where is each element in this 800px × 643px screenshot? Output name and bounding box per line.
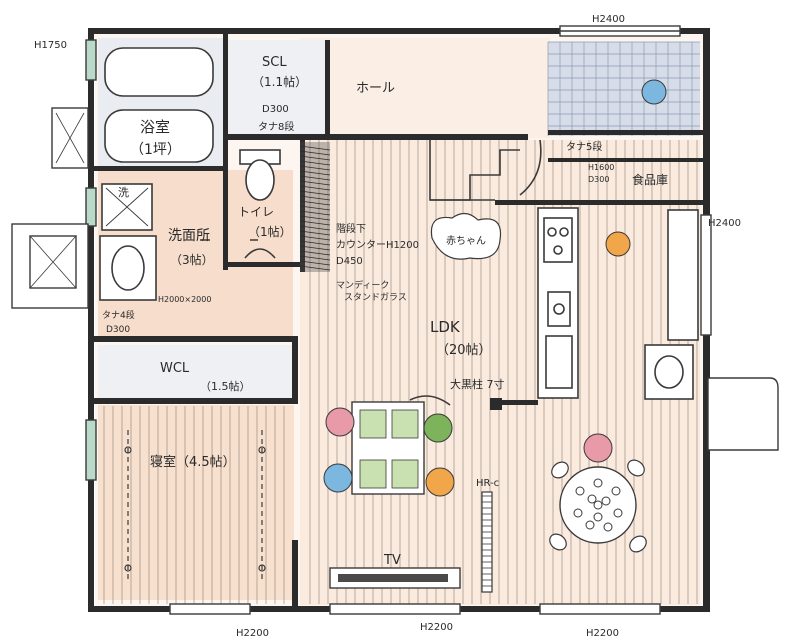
pantry-shelf: タナ5段 — [566, 140, 602, 153]
dim-top-right: H2400 — [592, 14, 625, 25]
dim-bottom-left: H2200 — [236, 628, 269, 639]
tv-board — [329, 567, 461, 589]
wash-opening: H2000×2000 — [158, 295, 211, 304]
wcl-size: （1.5帖） — [200, 380, 251, 393]
toilet-fixture — [239, 149, 281, 259]
tv-label: TV — [383, 553, 401, 568]
ldk-stair-steps — [429, 140, 520, 201]
hatch-line — [299, 180, 331, 186]
table-dot — [575, 486, 585, 496]
scl-size: （1.1帖） — [252, 74, 307, 89]
pantry-h: H1600 — [588, 163, 614, 172]
scl-depth: D300 — [262, 104, 289, 115]
hatch-line — [299, 245, 331, 251]
table-dot — [603, 522, 613, 532]
hatch-line — [299, 220, 331, 226]
hrc-cabinet — [481, 491, 493, 593]
kitchen-counter — [537, 207, 699, 400]
counter-line-2: カウンターH1200 — [336, 239, 419, 251]
round-table-right — [549, 459, 647, 553]
dim-bottom-right: H2200 — [586, 628, 619, 639]
child-label: 赤ちゃん — [446, 235, 486, 247]
table-dot — [585, 520, 595, 530]
dim-bottom-mid: H2200 — [420, 622, 453, 633]
hatch-line — [299, 225, 331, 231]
hatch-line — [299, 250, 331, 256]
hatch-line — [299, 150, 331, 156]
hatch-line — [299, 155, 331, 161]
counter-line-1: 階段下 — [336, 222, 366, 235]
wash-depth: D300 — [106, 325, 130, 335]
hatch-line — [299, 230, 331, 236]
dim-top-left: H1750 — [34, 40, 67, 51]
bathtub — [104, 47, 214, 163]
hrc-label: HR-c — [476, 478, 499, 489]
hatch-line — [299, 175, 331, 181]
stair-grid — [547, 41, 700, 136]
hatch-line — [299, 160, 331, 166]
bath-size: （1坪） — [130, 142, 181, 158]
wash-shelf: タナ4段 — [102, 309, 135, 321]
child-bubble — [430, 212, 502, 260]
hall-label: ホール — [356, 81, 395, 96]
dim-right-upper: H2400 — [708, 218, 741, 229]
hatch-line — [299, 165, 331, 171]
table-dot — [573, 508, 583, 518]
table-dot — [587, 494, 597, 504]
bath-name: 浴室 — [140, 118, 170, 136]
pantry-label: 食品庫 — [632, 172, 668, 187]
labels: H2400 H1750 H2400 H2200 H2200 H2200 浴室 （… — [34, 14, 741, 639]
dining-table-left — [351, 401, 425, 495]
windows — [85, 25, 712, 615]
pantry-d: D300 — [588, 175, 609, 184]
washroom-name: 洗面所 — [168, 228, 210, 244]
toilet-name: トイレ — [238, 205, 274, 219]
washroom-fixtures — [99, 183, 157, 301]
bedroom-lights — [124, 430, 266, 582]
bedroom-label: 寝室（4.5帖） — [150, 454, 236, 470]
pillar-label: 大黒柱 7寸 — [450, 377, 505, 391]
scl-name: SCL — [262, 55, 287, 70]
hatch-line — [299, 235, 331, 241]
hatch-line — [299, 260, 331, 266]
hatch-line — [299, 170, 331, 176]
table-dot — [611, 486, 621, 496]
hatch-line — [299, 195, 331, 201]
hatch-line — [299, 190, 331, 196]
table-dot — [593, 500, 603, 510]
table-dot — [613, 508, 623, 518]
people-figures — [323, 79, 667, 497]
hatch-line — [299, 200, 331, 206]
hatch-line — [299, 205, 331, 211]
table-dot — [601, 496, 611, 506]
washroom-size: （3帖） — [170, 252, 214, 267]
counter-line-3: D450 — [336, 256, 363, 267]
exterior-elements — [11, 107, 779, 451]
wcl-name: WCL — [160, 361, 190, 376]
pillar-mark — [490, 398, 502, 410]
table-dot — [593, 478, 603, 488]
hall-stairs — [299, 142, 331, 272]
ldk-name: LDK — [430, 318, 461, 336]
door-swings — [200, 139, 542, 406]
hatch-line — [299, 215, 331, 221]
table-dot — [593, 512, 603, 522]
hatch-line — [299, 145, 331, 151]
ldk-size: （20帖） — [436, 343, 492, 358]
scl-shelf: タナ8段 — [258, 120, 294, 133]
hatch-line — [299, 240, 331, 246]
wash-mark: 洗 — [118, 186, 129, 199]
hatch-line — [299, 255, 331, 261]
glass-line-1: マンディーク — [336, 279, 389, 291]
toilet-size: （1帖） — [248, 224, 292, 239]
hatch-line — [299, 265, 331, 271]
hatch-line — [299, 210, 331, 216]
glass-line-2: スタンドガラス — [344, 292, 407, 303]
hatch-line — [299, 185, 331, 191]
